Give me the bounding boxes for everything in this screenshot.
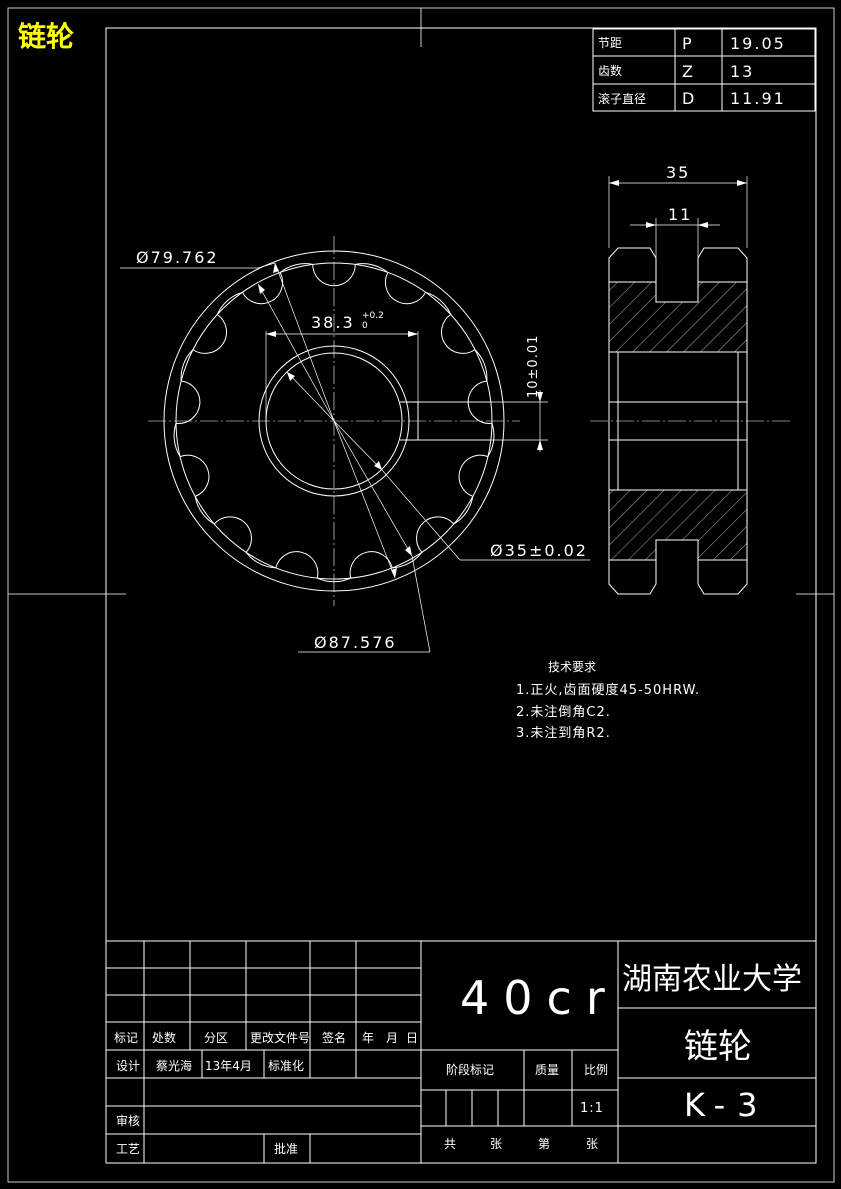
title-block [105, 940, 817, 1164]
standardize-label: 标准化 [268, 1059, 304, 1073]
part-name: 链轮 [684, 1027, 752, 1067]
dim-dia-79: Ø79.762 [136, 248, 219, 267]
dim-dia-87: Ø87.576 [314, 633, 397, 652]
rev-header: 处数 [152, 1030, 176, 1045]
material: 40cr [460, 971, 619, 1025]
rev-header: 签名 [322, 1030, 346, 1045]
param-symbol: D [682, 89, 696, 108]
param-value: 19.05 [730, 34, 786, 53]
review-label: 审核 [116, 1113, 140, 1128]
rev-header: 分区 [204, 1031, 228, 1045]
rev-header: 月 [386, 1031, 398, 1045]
sheets-label: 张 [490, 1137, 502, 1151]
approve-label: 批准 [274, 1141, 298, 1156]
dim-width-35: 35 [666, 163, 690, 182]
scale-value: 1:1 [580, 1101, 604, 1116]
sprocket-side-view [590, 176, 790, 595]
tooth-profile [173, 263, 495, 583]
dim-dia-35: Ø35±0.02 [490, 541, 588, 560]
stage-mark-label: 阶段标记 [446, 1062, 494, 1077]
param-symbol: Z [682, 62, 695, 81]
drawing-title: 链轮 [18, 20, 74, 53]
rev-header: 年 [362, 1031, 374, 1045]
nth-label: 第 [538, 1137, 550, 1151]
dim-bore-38: 38.3 [311, 313, 355, 332]
rev-header: 标记 [114, 1031, 138, 1045]
total-label: 共 [444, 1137, 456, 1151]
param-table: 节距 P 19.05 齿数 Z 13 滚子直径 D 11.91 [592, 28, 816, 112]
sprocket-front-view [120, 236, 590, 653]
rev-header: 更改文件号 [250, 1030, 310, 1045]
designer-name: 蔡光海 [156, 1058, 192, 1073]
school-name: 湖南农业大学 [622, 962, 802, 997]
param-symbol: P [682, 34, 694, 53]
param-value: 13 [730, 62, 754, 81]
design-date: 13年4月 [205, 1059, 252, 1073]
tech-req-title: 技术要求 [548, 660, 596, 674]
scale-label: 比例 [584, 1063, 608, 1077]
sheets-label-2: 张 [586, 1137, 598, 1151]
tech-req-item: 3.未注到角R2. [516, 726, 611, 741]
tech-req-item: 2.未注倒角C2. [516, 705, 611, 720]
drawing-number: K-3 [684, 1086, 770, 1124]
dim-slot-11: 11 [668, 205, 692, 224]
param-value: 11.91 [730, 89, 786, 108]
tech-req-item: 1.正火,齿面硬度45-50HRW. [516, 682, 700, 698]
dim-bore-tol-lower: 0 [362, 321, 368, 331]
tech-requirements: 技术要求 1.正火,齿面硬度45-50HRW. 2.未注倒角C2. 3.未注到角… [516, 660, 700, 741]
rev-header: 日 [406, 1031, 418, 1045]
param-name: 滚子直径 [598, 91, 646, 106]
param-name: 齿数 [598, 63, 622, 78]
process-label: 工艺 [116, 1142, 140, 1156]
param-name: 节距 [598, 36, 622, 50]
mass-label: 质量 [535, 1063, 559, 1077]
design-label: 设计 [116, 1059, 140, 1073]
dim-bore-tol-upper: +0.2 [362, 311, 384, 321]
dim-keyway-10: 10±0.01 [526, 335, 541, 398]
